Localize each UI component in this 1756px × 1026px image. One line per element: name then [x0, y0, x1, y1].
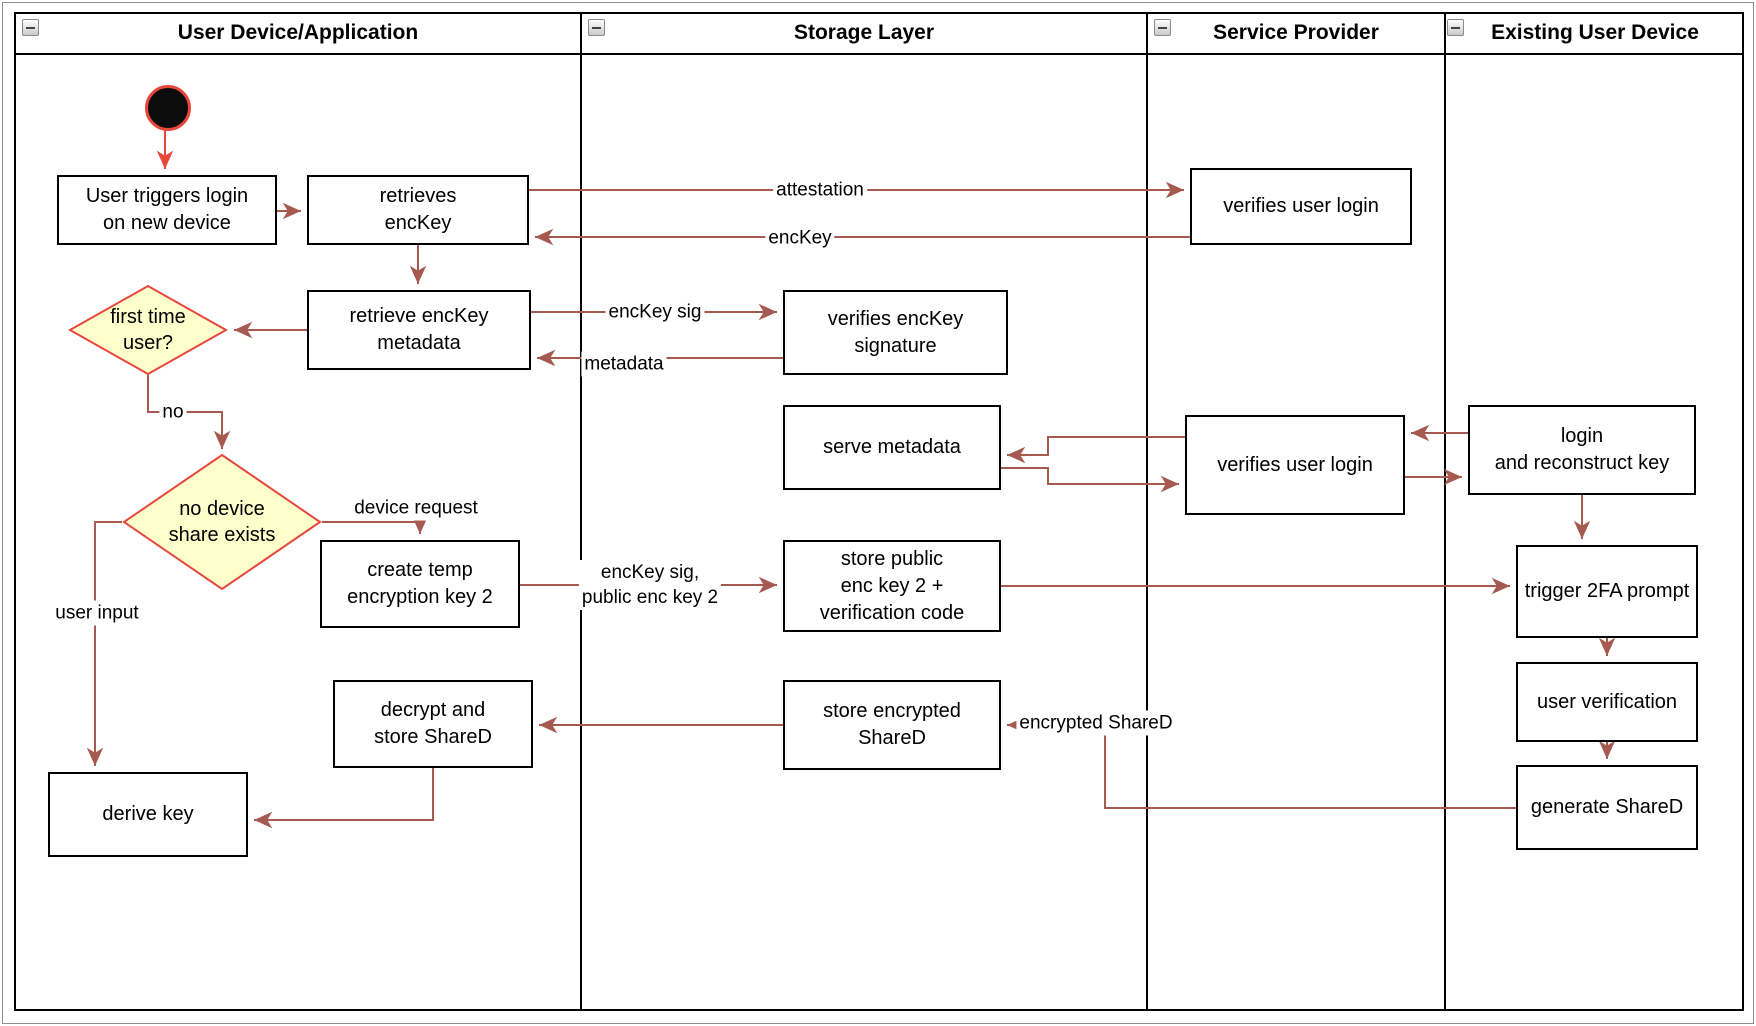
node-trigger-2fa: trigger 2FA prompt — [1516, 545, 1698, 638]
node-verifies-user-login-2: verifies user login — [1185, 415, 1405, 515]
collapse-icon[interactable] — [1154, 19, 1171, 36]
node-serve-metadata: serve metadata — [783, 405, 1001, 490]
lane-title-service-provider: Service Provider — [1213, 20, 1379, 44]
lane-title-storage-layer: Storage Layer — [793, 20, 935, 44]
node-create-temp-key: create temp encryption key 2 — [320, 540, 520, 628]
decision-first-time-user: first time user? — [68, 285, 228, 375]
edge-user-input — [86, 521, 122, 766]
lane-title-user-device: User Device/Application — [177, 20, 419, 44]
edge-label-enckey: encKey — [765, 225, 835, 251]
node-store-encrypted-shared: store encrypted ShareD — [783, 680, 1001, 770]
collapse-icon[interactable] — [1447, 19, 1464, 36]
edge-label-enckey-sig: encKey sig — [605, 299, 705, 325]
node-decrypt-store-shared: decrypt and store ShareD — [333, 680, 533, 768]
node-retrieve-enckey-metadata: retrieve encKey metadata — [307, 290, 531, 370]
node-store-public-key: store public enc key 2 + verification co… — [783, 540, 1001, 632]
decision-first-time-user-label: first time user? — [110, 306, 186, 354]
node-retrieves-enckey: retrieves encKey — [307, 175, 529, 245]
node-generate-shared: generate ShareD — [1516, 765, 1698, 850]
edge-label-attestation: attestation — [773, 177, 867, 203]
collapse-icon[interactable] — [22, 19, 39, 36]
lane-divider-2 — [1146, 12, 1148, 1011]
node-user-verification: user verification — [1516, 662, 1698, 742]
edge-encrypted-shared — [1007, 716, 1516, 809]
lane-divider-3 — [1444, 12, 1446, 1011]
edge-label-no: no — [159, 399, 187, 425]
edge-serve-metadata-to-verifies2 — [1001, 467, 1179, 493]
decision-no-device-share: no device share exists — [122, 454, 322, 590]
edge-verifies2-to-serve-metadata — [1007, 436, 1185, 464]
node-user-triggers-login: User triggers login on new device — [57, 175, 277, 245]
node-login-and-reconstruct: login and reconstruct key — [1468, 405, 1696, 495]
edge-label-encrypted-shared: encrypted ShareD — [1016, 710, 1176, 736]
node-verifies-enckey-signature: verifies encKey signature — [783, 290, 1008, 375]
lane-divider-1 — [580, 12, 582, 1011]
start-node — [145, 85, 191, 131]
node-verifies-user-login-1: verifies user login — [1190, 168, 1412, 245]
edge-label-metadata: metadata — [581, 351, 667, 377]
edge-device-request — [322, 515, 429, 534]
node-derive-key: derive key — [48, 772, 248, 857]
collapse-icon[interactable] — [588, 19, 605, 36]
edge-label-enckey-sig-pub: encKey sig, public enc key 2 — [578, 560, 722, 610]
edge-decrypt-to-derive — [254, 768, 434, 829]
lane-header-separator — [14, 53, 1744, 55]
decision-no-device-share-label: no device share exists — [168, 498, 276, 546]
edge-label-user-input: user input — [52, 600, 142, 626]
lane-title-existing-user-device: Existing User Device — [1491, 20, 1699, 44]
edge-label-device-request: device request — [351, 495, 481, 521]
